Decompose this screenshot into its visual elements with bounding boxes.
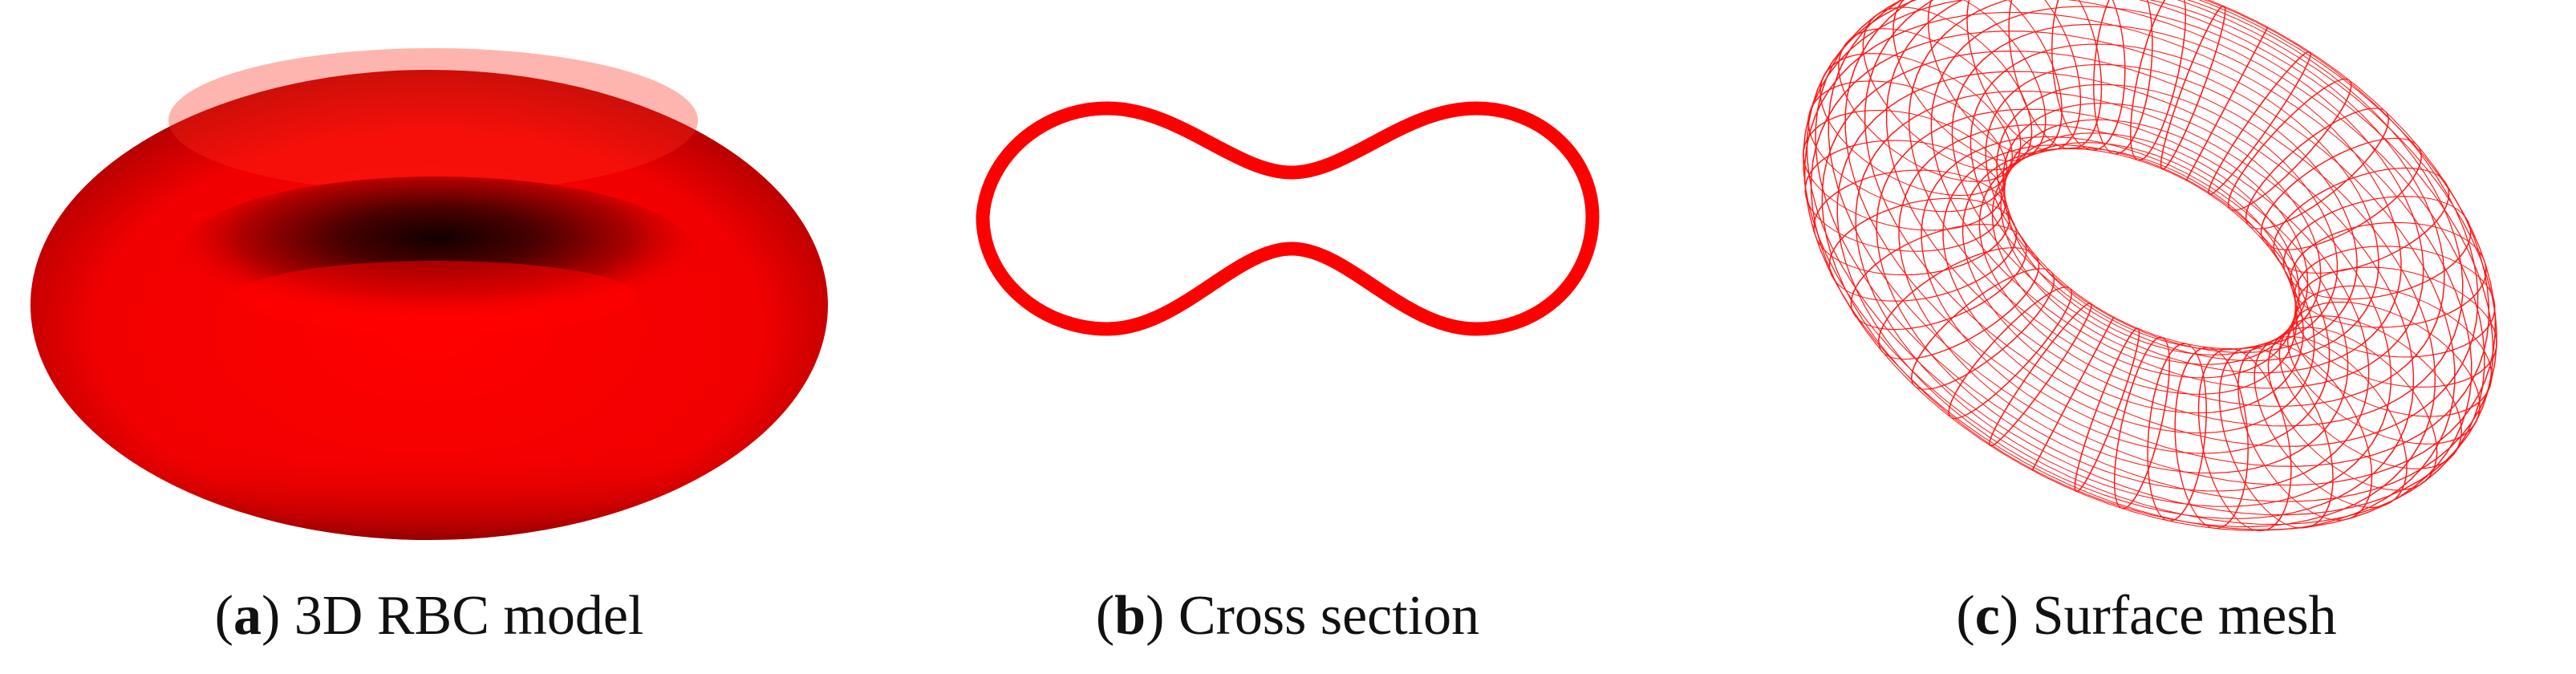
mesh-parallel-line: [2003, 119, 2309, 355]
mesh-parallel-line: [1815, 0, 2497, 502]
rbc-dimple-inner-lip: [237, 261, 638, 333]
mesh-parallel-line: [1921, 136, 2331, 454]
mesh-parallel-line: [1836, 71, 2415, 519]
mesh-meridian-line: [1966, 0, 2082, 151]
mesh-meridian-line: [2113, 336, 2170, 510]
mesh-parallel-line: [1803, 0, 2485, 526]
mesh-parallel-line: [1810, 30, 2456, 531]
caption-label-c: Surface mesh: [2018, 585, 2337, 647]
mesh-meridian-line: [1819, 53, 2014, 197]
caption-letter-a: a: [233, 585, 262, 647]
mesh-meridian-line: [2074, 327, 2140, 493]
rbc-3d-shaded-model: [30, 48, 828, 540]
mesh-parallel-line: [1855, 91, 2392, 507]
panel-cross-section: (b) Cross section: [858, 0, 1717, 674]
mesh-parallel-line: [1991, 142, 2297, 379]
mesh-meridian-line: [2267, 327, 2438, 491]
mesh-meridian-line: [2294, 266, 2497, 388]
caption-letter-c: c: [1974, 585, 2000, 647]
mesh-parallel-line: [1985, 63, 2358, 353]
mesh-parallel-line: [1885, 0, 2464, 427]
caption-letter-b: b: [1114, 585, 1146, 647]
mesh-parallel-line: [1828, 0, 2497, 486]
mesh-parallel-line: [1876, 108, 2370, 492]
caption-label-a: 3D RBC model: [280, 585, 644, 647]
caption-cross-section: (b) Cross section: [1095, 585, 1480, 647]
biconcave-outline-path: [976, 101, 1600, 336]
mesh-lines-group: [1803, 0, 2497, 532]
mesh-parallel-line: [1930, 6, 2424, 389]
caption-label-b: Cross section: [1164, 585, 1480, 647]
rbc-cross-section-outline: [976, 101, 1600, 336]
mesh-parallel-line: [1844, 0, 2490, 467]
rbc-top-highlight: [168, 48, 698, 193]
mesh-parallel-line: [1806, 0, 2494, 516]
mesh-meridian-line: [2197, 347, 2292, 532]
mesh-parallel-line: [1978, 147, 2298, 395]
rbc-surface-wireframe-mesh: [1803, 0, 2497, 532]
mesh-parallel-line: [1898, 124, 2349, 474]
mesh-parallel-line: [2000, 132, 2300, 365]
panel-3d-rbc-model: (a) 3D RBC model: [0, 0, 858, 674]
mesh-meridian-line: [2174, 347, 2249, 530]
mesh-parallel-line: [1996, 83, 2339, 350]
mesh-meridian-line: [2160, 5, 2226, 170]
mesh-parallel-line: [1970, 43, 2379, 362]
mesh-parallel-line: [1942, 144, 2315, 434]
caption-surface-mesh: (c) Surface mesh: [1956, 585, 2337, 647]
mesh-parallel-line: [1908, 0, 2445, 407]
mesh-parallel-line: [1961, 148, 2304, 414]
caption-3d-rbc-model: (a) 3D RBC model: [214, 585, 644, 647]
panel-surface-mesh: (c) Surface mesh: [1717, 0, 2576, 674]
mesh-parallel-line: [1821, 51, 2436, 527]
mesh-parallel-line: [1951, 23, 2402, 374]
mesh-parallel-line: [1803, 11, 2473, 530]
mesh-meridian-line: [2286, 301, 2481, 445]
mesh-meridian-line: [1803, 109, 2006, 231]
